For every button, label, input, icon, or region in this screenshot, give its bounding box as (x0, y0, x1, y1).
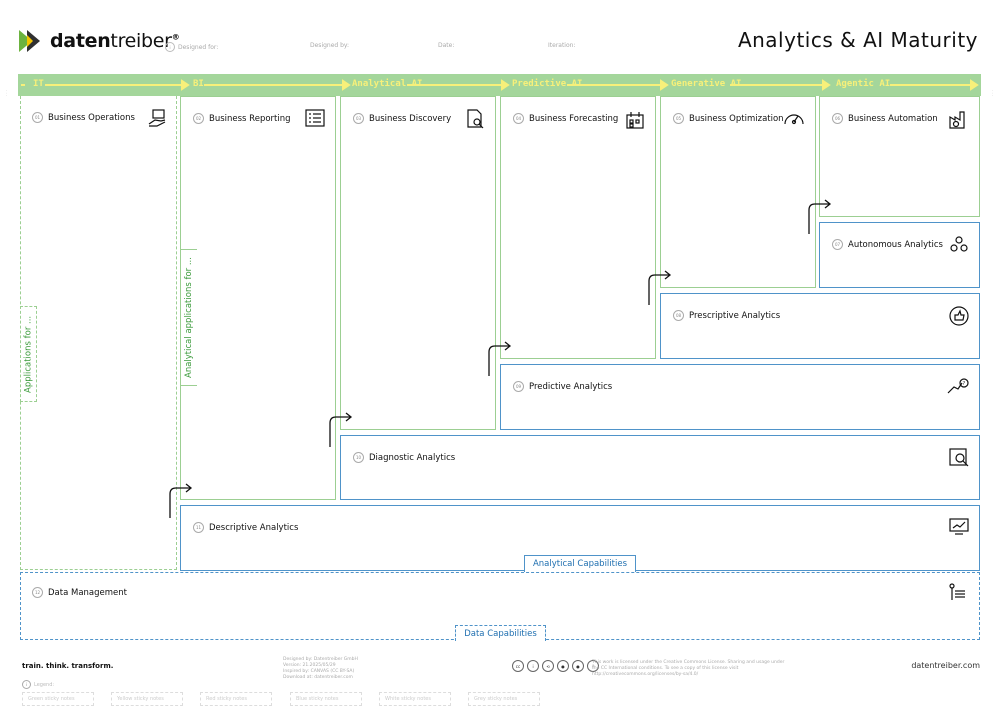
card-title: Predictive Analytics (529, 381, 613, 392)
sticky-note-green: Green sticky notes (22, 692, 94, 706)
page-title: Analytics & AI Maturity (737, 28, 978, 52)
data-management-header: 12 Data Management (32, 587, 127, 598)
gauge-icon (784, 114, 804, 125)
card-title: Business Forecasting (529, 113, 619, 124)
business-operations-card[interactable]: 01 Business Operations (20, 96, 177, 296)
number-badge: 04 (513, 113, 524, 124)
number-badge: 08 (673, 310, 684, 321)
website-link[interactable]: datentreiber.com (911, 661, 980, 670)
stage-predictive-ai: Predictive AI (512, 79, 583, 89)
data-capabilities-tab: Data Capabilities (455, 625, 546, 641)
info-icon: i (165, 42, 175, 52)
hand-laptop-icon (148, 109, 166, 127)
side-note-right: · · · (990, 90, 995, 97)
autonomous-analytics-card[interactable]: 07 Autonomous Analytics (819, 222, 980, 288)
logo: datentreiber® (18, 28, 180, 54)
number-badge: 05 (673, 113, 684, 124)
info-icon: i (22, 680, 31, 689)
stage-analytical-ai: Analytical AI (352, 79, 423, 89)
database-list-icon (949, 583, 965, 600)
forecast-calendar-icon (626, 112, 644, 129)
prescriptive-analytics-card[interactable]: 08 Prescriptive Analytics (660, 293, 980, 359)
number-badge: 11 (193, 522, 204, 533)
side-note-left: · · · (4, 90, 9, 97)
sa-icon: ⟲ (542, 660, 554, 672)
business-reporting-card[interactable]: 02 Business Reporting (180, 96, 336, 500)
logo-arrow-icon (19, 30, 40, 52)
card-title: Descriptive Analytics (209, 522, 299, 533)
info-circle-icon: ! (587, 660, 599, 672)
business-forecasting-card[interactable]: 04 Business Forecasting (500, 96, 656, 359)
stage-it: IT (33, 79, 44, 89)
sticky-note-yellow: Yellow sticky notes (111, 692, 183, 706)
chart-magnifier-icon (949, 448, 969, 467)
card-title: Business Operations (48, 112, 135, 123)
cc-icon: cc (512, 660, 524, 672)
number-badge: 12 (32, 587, 43, 598)
line-chart-icon (949, 518, 969, 535)
diagnostic-analytics-card[interactable]: 10 Diagnostic Analytics (340, 435, 980, 500)
by-icon: i (527, 660, 539, 672)
applications-frame (20, 96, 177, 570)
factory-gear-icon (949, 111, 965, 129)
card-title: Data Management (48, 587, 127, 598)
card-title: Business Reporting (209, 113, 291, 124)
stage-generative-ai: Generative AI (671, 79, 742, 89)
license-text: This work is licensed under the Creative… (592, 660, 785, 677)
designed-by-field[interactable]: Designed by: (310, 42, 350, 49)
applications-for-tab: Applications for ... (20, 306, 37, 402)
card-title: Business Discovery (369, 113, 452, 124)
business-automation-card[interactable]: 06 Business Automation (819, 96, 980, 217)
sticky-note-grey: Grey sticky notes (468, 692, 540, 706)
date-field[interactable]: Date: (438, 42, 455, 49)
business-optimization-card[interactable]: 05 Business Optimization (660, 96, 816, 288)
stage-arrows (21, 79, 979, 91)
analytical-applications-for-tab: Analytical applications for ... (180, 249, 197, 386)
number-badge: 01 (32, 112, 43, 123)
footer-meta: Designed by: Datentreiber GmbH Version: … (283, 657, 358, 680)
card-title: Business Automation (848, 113, 938, 124)
report-list-icon (305, 109, 325, 127)
tagline: train. think. transform. (22, 662, 114, 670)
number-badge: 02 (193, 113, 204, 124)
share-icon: ● (572, 660, 584, 672)
document-search-icon (467, 109, 484, 129)
number-badge: 03 (353, 113, 364, 124)
logo-wordmark: datentreiber® (50, 30, 180, 52)
svg-text:?: ? (963, 381, 966, 387)
stage-bi: BI (193, 79, 204, 89)
card-title: Diagnostic Analytics (369, 452, 456, 463)
attribution-icon: ● (557, 660, 569, 672)
card-title: Autonomous Analytics (848, 239, 943, 250)
sticky-note-white: White sticky notes (379, 692, 451, 706)
business-discovery-card[interactable]: 03 Business Discovery (340, 96, 496, 430)
number-badge: 06 (832, 113, 843, 124)
card-title: Business Optimization (689, 113, 784, 124)
number-badge: 09 (513, 381, 524, 392)
stage-agentic-ai: Agentic AI (836, 79, 891, 89)
card-title: Prescriptive Analytics (689, 310, 781, 321)
sticky-note-blue: Blue sticky notes (290, 692, 362, 706)
number-badge: 10 (353, 452, 364, 463)
trend-question-icon: ? (947, 378, 969, 394)
thumbs-up-circle-icon (949, 306, 969, 326)
sticky-note-red: Red sticky notes (200, 692, 272, 706)
iteration-field[interactable]: Iteration: (548, 42, 576, 49)
analytical-capabilities-tab: Analytical Capabilities (524, 555, 636, 572)
license-icons: cc i ⟲ ● ● ! (512, 660, 599, 672)
number-badge: 07 (832, 239, 843, 250)
predictive-analytics-card[interactable]: 09 Predictive Analytics ? (500, 364, 980, 430)
gears-network-icon (950, 236, 968, 252)
